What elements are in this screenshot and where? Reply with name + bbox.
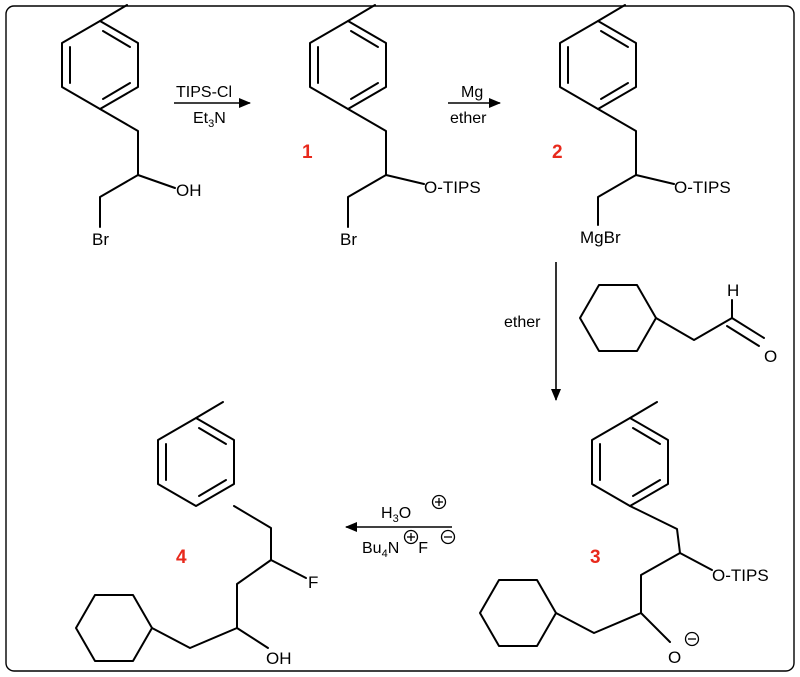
aldehyde-h-label: H (727, 281, 739, 300)
compound4-oh-label: OH (266, 649, 292, 668)
benzene-ring (61, 20, 139, 110)
arrow-step-3: ether (504, 262, 561, 401)
compound3-otips-label: O-TIPS (712, 566, 769, 585)
cyclohexane-ring (75, 594, 153, 662)
cyclohexyl-acetaldehyde: H O (579, 281, 777, 366)
side-chain (99, 108, 139, 176)
starting-material: OH Br (61, 4, 202, 249)
compound3-o-label: O (668, 648, 681, 667)
scheme-border (5, 5, 795, 672)
step2-reagent-top: Mg (461, 84, 483, 101)
compound-2: O-TIPS MgBr 2 (552, 4, 731, 247)
compound1-br-label: Br (340, 230, 357, 249)
positive-charge-icon (431, 494, 447, 510)
compound2-mgbr-label: MgBr (580, 228, 621, 247)
compound-1: O-TIPS Br 1 (302, 4, 481, 249)
compound2-number: 2 (552, 142, 563, 163)
negative-charge-icon (440, 529, 456, 545)
compound2-otips-label: O-TIPS (674, 178, 731, 197)
step1-reagent-bottom: Et3N (193, 110, 226, 130)
benzene-ring (559, 20, 637, 110)
negative-charge-icon (684, 631, 700, 647)
cyclohexane-ring (479, 579, 557, 647)
arrow-step-2: Mg ether (448, 84, 501, 127)
step2-reagent-bottom: ether (450, 110, 487, 127)
step4-reagent-top: H3O (381, 505, 411, 525)
arrow-step-1: TIPS-Cl Et3N (174, 84, 251, 130)
benzene-ring (309, 20, 387, 110)
start-br-label: Br (92, 230, 109, 249)
positive-charge-icon (403, 529, 419, 545)
compound-4: F OH 4 (75, 401, 318, 668)
cyclohexane-ring (579, 284, 657, 352)
compound3-number: 3 (590, 547, 601, 568)
step1-reagent-top: TIPS-Cl (176, 84, 232, 101)
compound4-f-label: F (308, 573, 318, 592)
compound4-number: 4 (176, 547, 187, 568)
compound1-otips-label: O-TIPS (424, 178, 481, 197)
benzene-ring (157, 417, 235, 507)
benzene-ring (591, 417, 669, 507)
methyl-bond (99, 4, 128, 22)
start-oh-label: OH (176, 181, 202, 200)
step3-reagent: ether (504, 314, 541, 331)
aldehyde-o-label: O (764, 347, 777, 366)
compound1-number: 1 (302, 142, 313, 163)
compound-3: O-TIPS O 3 (479, 401, 769, 667)
